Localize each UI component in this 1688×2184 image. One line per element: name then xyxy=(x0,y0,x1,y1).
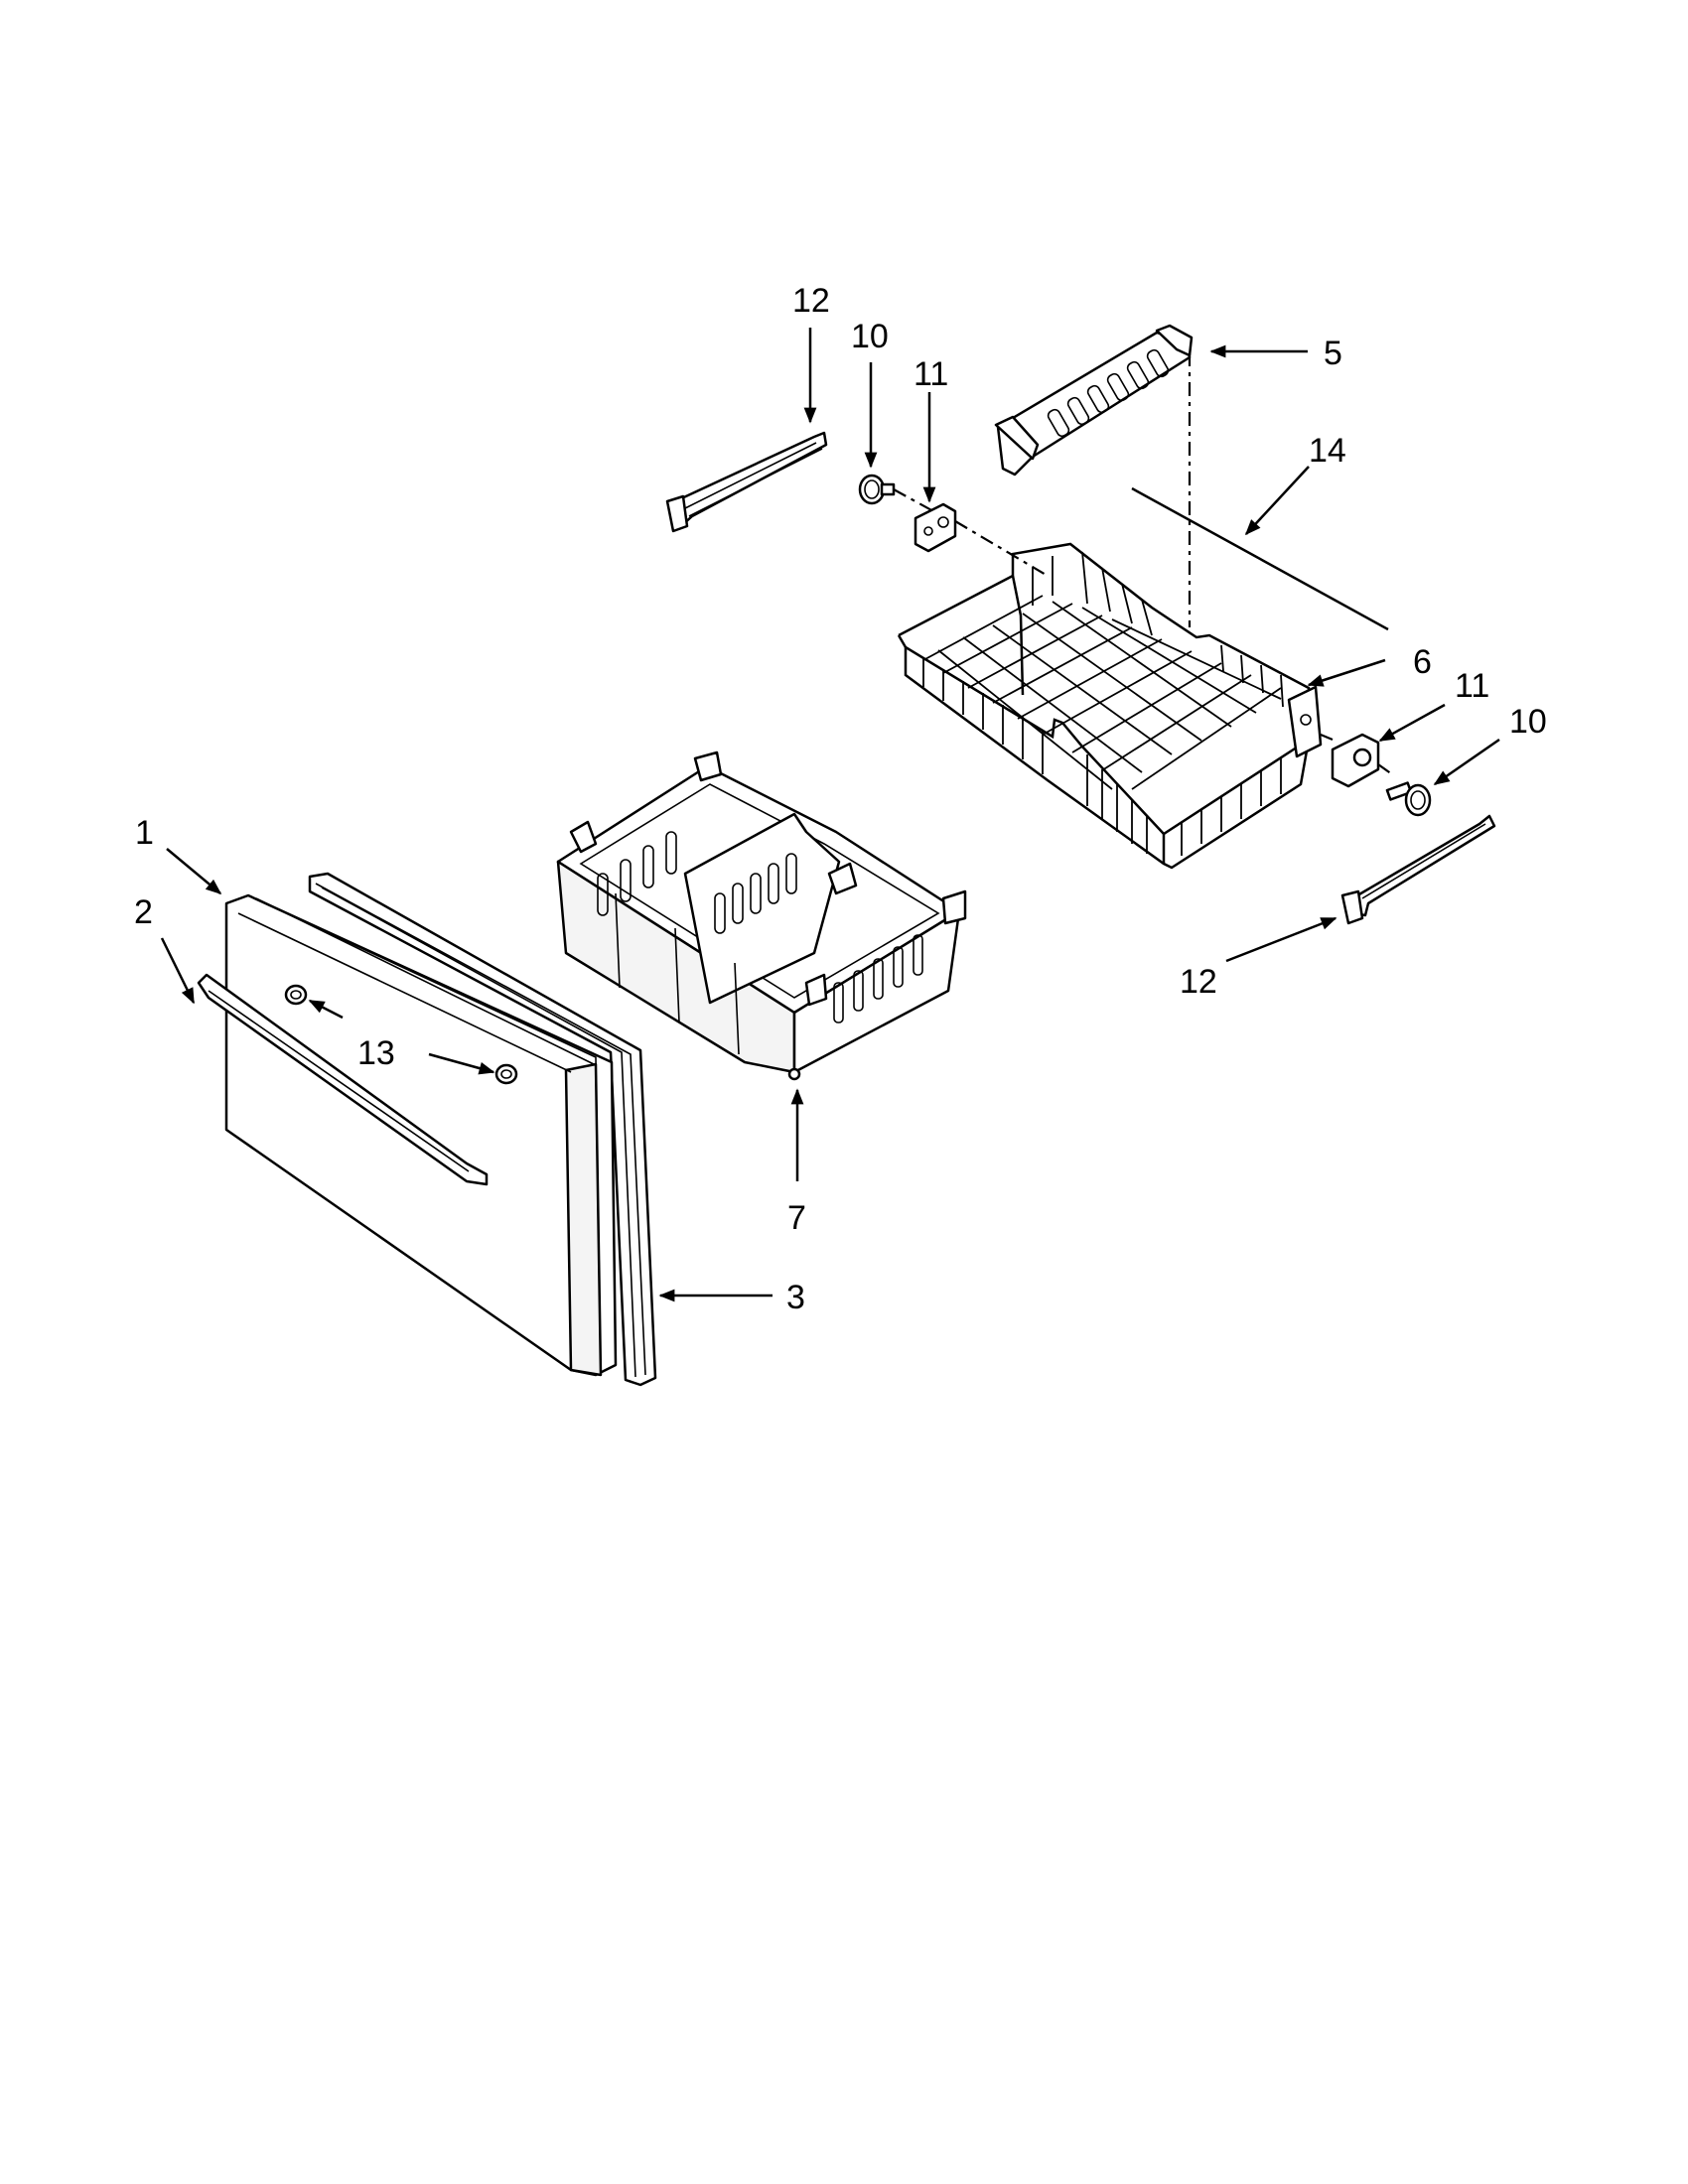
drawer-slide-rail-right xyxy=(1340,814,1496,925)
slide-bracket-right xyxy=(1331,733,1380,788)
callout-12-right: 12 xyxy=(1180,963,1217,1001)
slide-knob-top xyxy=(858,474,896,505)
callout-11-top: 11 xyxy=(914,355,948,393)
drawer-screw-right xyxy=(494,1063,518,1085)
leader-arrows xyxy=(160,328,1500,1302)
callout-10-top: 10 xyxy=(851,318,889,355)
drawer-handle xyxy=(197,973,489,1186)
callout-3: 3 xyxy=(786,1279,805,1316)
drawer-screw-left xyxy=(284,984,308,1006)
callout-12-top: 12 xyxy=(792,282,830,320)
slide-bracket-top xyxy=(914,502,957,553)
drawer-slide-rail-top xyxy=(665,431,828,533)
callout-1: 1 xyxy=(135,814,154,852)
callout-10-right: 10 xyxy=(1509,703,1547,741)
callout-11-right: 11 xyxy=(1455,667,1489,705)
callout-7: 7 xyxy=(787,1199,806,1237)
alignment-lines xyxy=(893,352,1393,775)
basket-rod xyxy=(1131,486,1389,631)
callout-6: 6 xyxy=(1413,643,1432,681)
callout-13: 13 xyxy=(357,1034,395,1072)
slide-knob-right xyxy=(1385,781,1432,817)
callout-2: 2 xyxy=(134,893,153,931)
callout-14: 14 xyxy=(1309,432,1346,470)
basket-divider xyxy=(994,324,1194,477)
wire-basket xyxy=(897,542,1323,870)
callout-labels: 12 10 11 5 14 6 11 10 12 1 2 13 7 3 xyxy=(134,282,1547,1316)
freezer-bin xyxy=(556,751,967,1081)
callout-5: 5 xyxy=(1324,335,1342,372)
drawer-gasket xyxy=(308,872,657,1387)
